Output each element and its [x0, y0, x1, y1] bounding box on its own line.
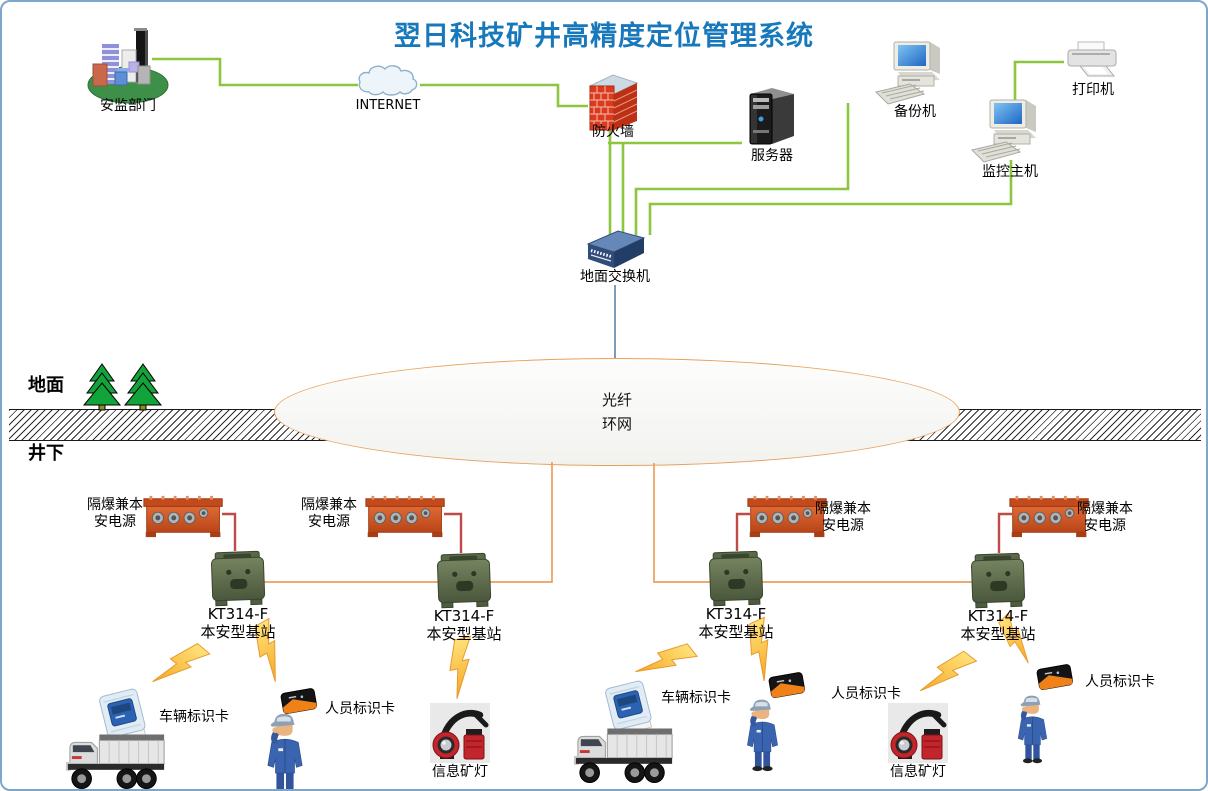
fiber-ring-ellipse: 光纤 环网	[274, 358, 960, 466]
internet-label: INTERNET	[355, 98, 421, 113]
power-supply-label: 隔爆兼本安电源	[815, 501, 871, 534]
truck-icon	[573, 728, 673, 783]
vehicle-tag-label: 车辆标识卡	[159, 709, 229, 725]
server-label: 服务器	[751, 148, 793, 164]
miner-lamp-label: 信息矿灯	[890, 764, 946, 780]
firewall-brick-icon	[589, 74, 638, 131]
power-supply-icon	[143, 495, 223, 538]
firewall-label: 防火墙	[592, 124, 634, 140]
fiber-ring-label-line1: 光纤	[601, 391, 632, 409]
miner-worker-icon	[746, 699, 779, 772]
person-tag-icon	[768, 671, 806, 699]
miner-lamp-icon	[888, 703, 948, 763]
miner-lamp-icon	[430, 703, 490, 763]
printer-label: 打印机	[1072, 82, 1114, 98]
base-station-icon	[970, 552, 1026, 609]
backup-label: 备份机	[894, 104, 936, 120]
network-switch-icon	[586, 229, 646, 270]
miner-worker-icon	[1017, 695, 1048, 764]
page-title: 翌日科技矿井高精度定位管理系统	[394, 21, 814, 52]
vehicle-tag-label: 车辆标识卡	[661, 690, 731, 706]
pine-tree-icon	[124, 363, 162, 411]
underground-zone-label: 井下	[28, 443, 64, 464]
cloud-icon	[358, 65, 418, 96]
power-supply-label: 隔爆兼本安电源	[87, 497, 143, 530]
desktop-computer-icon	[971, 99, 1037, 163]
person-tag-icon	[1036, 663, 1074, 691]
person-tag-label: 人员标识卡	[1085, 674, 1155, 690]
miner-lamp-label: 信息矿灯	[432, 764, 488, 780]
monitor-host-label: 监控主机	[982, 164, 1038, 180]
base-station-icon	[708, 550, 764, 607]
power-supply-icon	[365, 495, 445, 538]
base-station-icon	[210, 550, 266, 607]
miner-worker-icon	[267, 713, 303, 789]
person-tag-label: 人员标识卡	[831, 686, 901, 702]
server-tower-icon	[749, 87, 795, 145]
person-tag-label: 人员标识卡	[325, 701, 395, 717]
fiber-ring-label-line2: 环网	[601, 415, 632, 433]
surface-zone-label: 地面	[28, 375, 64, 396]
power-supply-label: 隔爆兼本安电源	[301, 497, 357, 530]
pine-tree-icon	[83, 363, 121, 411]
power-supply-label: 隔爆兼本安电源	[1077, 501, 1133, 534]
base-station-icon	[436, 552, 492, 609]
surface-switch-label: 地面交换机	[580, 269, 650, 285]
truck-icon	[65, 734, 165, 789]
safety-dept-label: 安监部门	[100, 98, 156, 114]
